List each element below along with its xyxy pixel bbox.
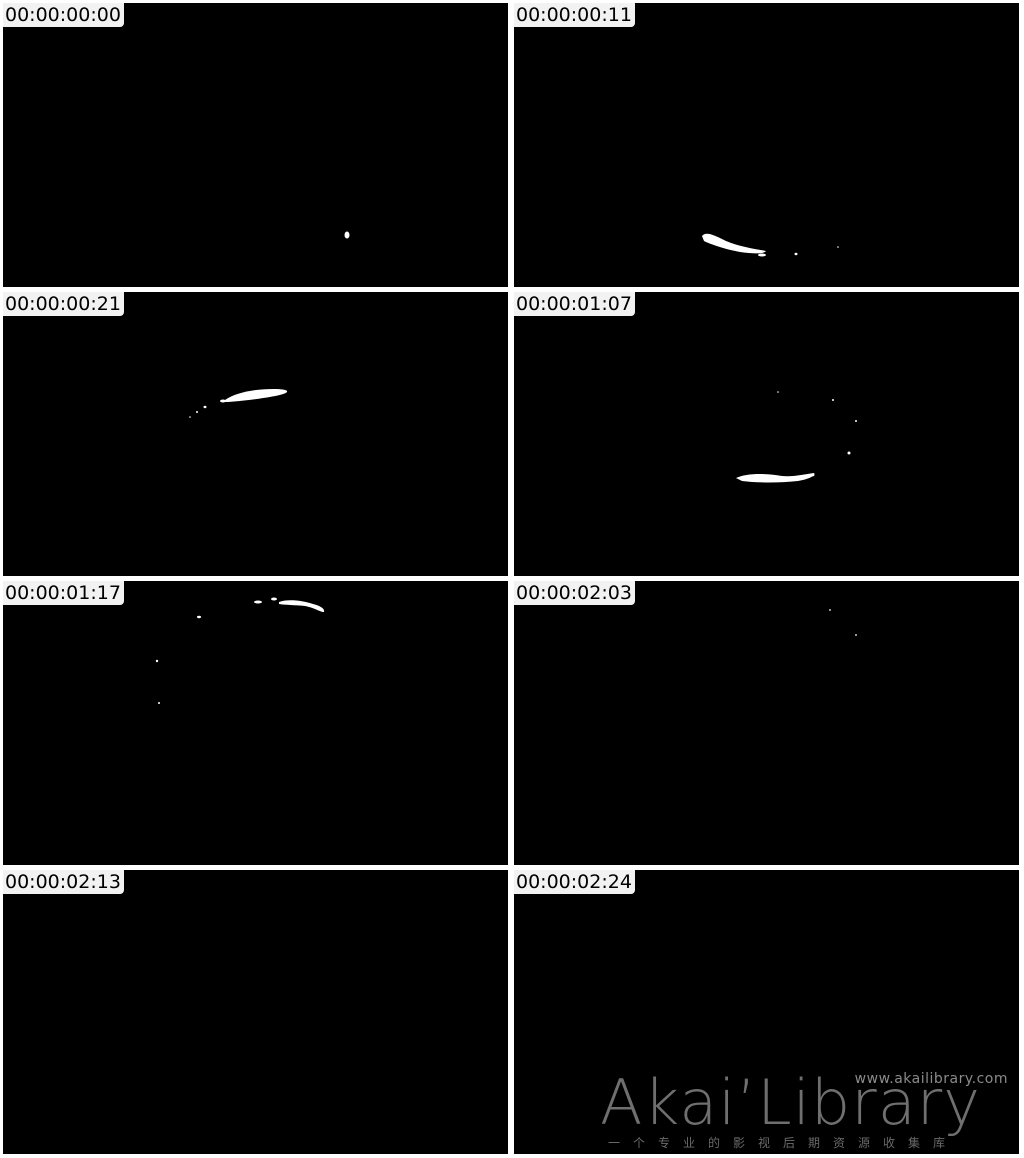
liquid-droplet: [855, 634, 857, 636]
frame-1-shapes: [344, 231, 350, 239]
liquid-droplet: [847, 451, 851, 455]
frame-thumbnail-5[interactable]: 00:00:01:17: [3, 581, 508, 865]
liquid-streak: [225, 389, 288, 402]
liquid-droplet: [777, 391, 779, 393]
liquid-droplet: [203, 405, 207, 409]
liquid-droplet: [189, 416, 191, 418]
frame-thumbnail-4[interactable]: 00:00:01:07: [514, 292, 1019, 576]
frame-6-shapes: [829, 609, 857, 636]
liquid-droplet: [794, 252, 798, 256]
timecode-label: 00:00:02:24: [514, 870, 635, 894]
timecode-label: 00:00:00:11: [514, 3, 635, 27]
liquid-streak: [702, 233, 766, 254]
liquid-droplet: [829, 609, 831, 611]
liquid-droplet: [197, 615, 201, 619]
liquid-droplet: [832, 399, 834, 401]
liquid-droplet: [855, 420, 857, 422]
liquid-streak: [736, 473, 815, 483]
frame-thumbnail-6[interactable]: 00:00:02:03: [514, 581, 1019, 865]
frame-thumbnail-1[interactable]: 00:00:00:00: [3, 3, 508, 287]
frame-thumbnail-3[interactable]: 00:00:00:21: [3, 292, 508, 576]
frame-thumbnail-8[interactable]: 00:00:02:24: [514, 870, 1019, 1154]
liquid-droplet: [220, 399, 226, 403]
frame-thumbnail-2[interactable]: 00:00:00:11: [514, 3, 1019, 287]
liquid-droplet: [155, 659, 159, 663]
liquid-droplet: [837, 246, 839, 248]
watermark-logo: Akai’Library: [600, 1066, 981, 1139]
liquid-droplet: [158, 702, 160, 704]
watermark-tagline: 一个专业的影视后期资源收集库: [608, 1136, 959, 1150]
frame-4-shapes: [736, 391, 857, 483]
liquid-droplet: [758, 253, 766, 257]
timecode-label: 00:00:00:00: [3, 3, 124, 27]
liquid-droplet: [271, 597, 277, 601]
liquid-droplet: [254, 600, 262, 604]
timecode-label: 00:00:01:07: [514, 292, 635, 316]
liquid-streak: [279, 600, 325, 612]
liquid-droplet: [344, 231, 350, 239]
frame-5-shapes: [155, 597, 325, 704]
timecode-label: 00:00:02:13: [3, 870, 124, 894]
liquid-droplet: [196, 411, 198, 413]
watermark-url: www.akailibrary.com: [854, 1071, 1008, 1087]
timecode-label: 00:00:00:21: [3, 292, 124, 316]
frame-thumbnail-7[interactable]: 00:00:02:13: [3, 870, 508, 1154]
liquid-droplet: [809, 473, 815, 477]
frame-2-shapes: [702, 233, 839, 257]
timecode-label: 00:00:02:03: [514, 581, 635, 605]
frame-3-shapes: [189, 389, 288, 418]
timecode-label: 00:00:01:17: [3, 581, 124, 605]
watermark: www.akailibrary.com Akai’Library 一个专业的影视…: [596, 1068, 1016, 1154]
